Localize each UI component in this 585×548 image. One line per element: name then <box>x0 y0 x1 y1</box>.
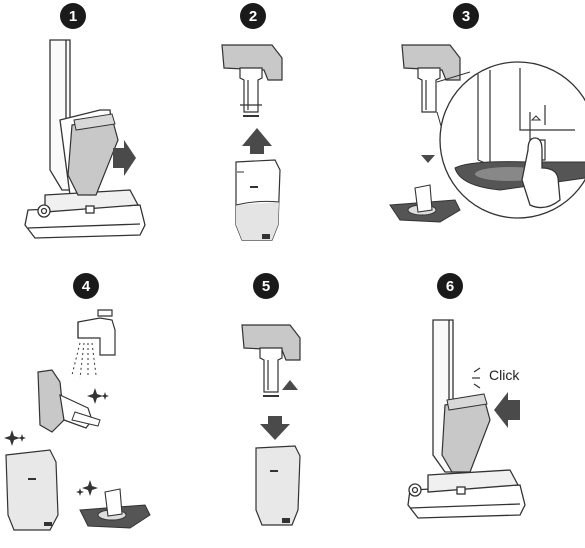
arrow-right-icon <box>113 140 136 176</box>
finger-press-icon <box>521 137 561 209</box>
arrow-left-icon <box>494 392 520 428</box>
click-label: Click <box>489 367 520 383</box>
click-indicator-icon <box>472 367 481 389</box>
water-tank <box>5 449 59 531</box>
water-tank <box>255 445 301 526</box>
arrow-down-icon <box>421 155 435 163</box>
sparkle-icon <box>4 388 109 496</box>
step-number-3: 3 <box>453 3 479 29</box>
step-number-4: 4 <box>73 273 99 299</box>
arrow-up-icon <box>282 380 298 390</box>
step-number-6: 6 <box>437 273 463 299</box>
step-number-1: 1 <box>60 3 86 29</box>
faucet-icon <box>77 309 116 356</box>
arrow-up-icon <box>242 128 272 154</box>
step-number-5: 5 <box>253 273 279 299</box>
step-number-2: 2 <box>240 3 266 29</box>
arrow-down-icon <box>260 416 290 440</box>
